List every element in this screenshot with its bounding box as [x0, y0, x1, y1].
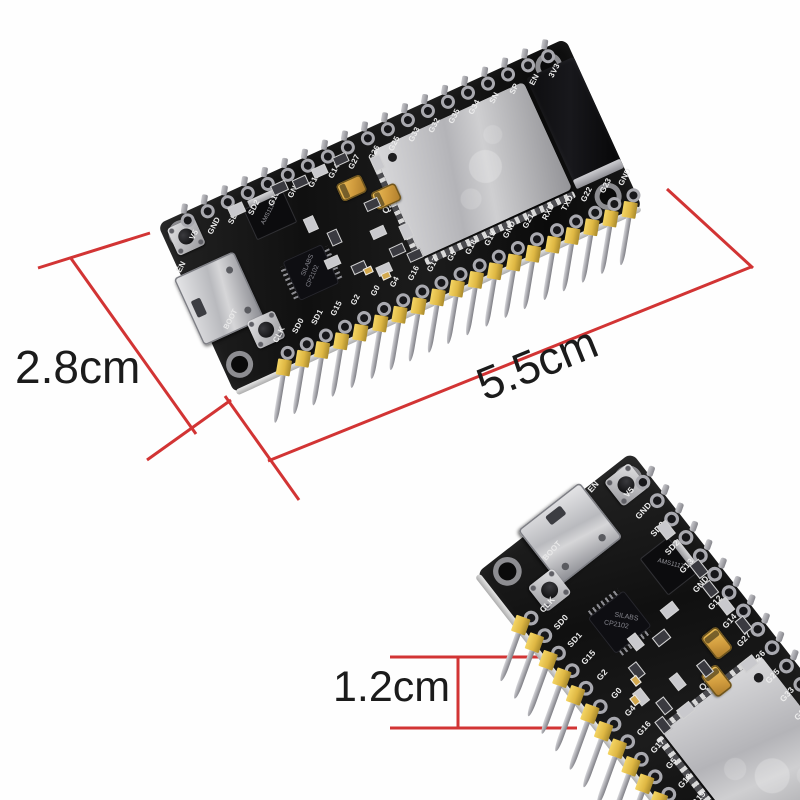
mounting-hole: [221, 346, 258, 383]
pin-plastic-spacer: [467, 270, 485, 289]
pin-metal-shaft: [272, 374, 286, 424]
pin-metal-shaft: [464, 287, 478, 336]
pin-tip: [775, 630, 785, 643]
pin-metal-shaft: [425, 304, 439, 354]
pin-plastic-spacer: [371, 314, 389, 333]
pin-metal-shaft: [368, 331, 382, 380]
pin-plastic-spacer: [429, 288, 446, 307]
pin-metal-shaft: [598, 226, 612, 275]
pin-metal-shaft: [445, 296, 458, 345]
pin-length-dimension-label: 1.2cm: [333, 663, 451, 711]
pin-plastic-spacer: [602, 209, 619, 228]
smd-component: [659, 600, 680, 620]
pin-metal-shaft: [387, 322, 401, 371]
pin-plastic-spacer: [390, 305, 408, 324]
width-dimension-label: 2.8cm: [15, 341, 141, 393]
width-extension-line-top: [37, 231, 151, 270]
pin-plastic-spacer: [506, 253, 523, 272]
pin-metal-shaft: [291, 366, 305, 415]
pin-plastic-spacer: [525, 244, 542, 263]
smd-component: [363, 196, 382, 213]
smd-component: [369, 224, 388, 241]
smd-component: [655, 696, 674, 716]
pin-tip: [746, 593, 757, 606]
smd-component: [388, 242, 407, 258]
pin-metal-shaft: [348, 339, 362, 389]
pin-tip: [732, 575, 742, 588]
pin-plastic-spacer: [275, 358, 293, 377]
pin-plastic-spacer: [314, 340, 331, 359]
pin-metal-shaft: [579, 234, 593, 284]
pin-plastic-spacer: [352, 323, 369, 342]
pin-tip: [645, 465, 656, 478]
length-extension-line-right: [665, 187, 755, 270]
pin-plastic-spacer: [410, 297, 427, 316]
pin-metal-shaft: [483, 278, 497, 327]
cp2102-chip: SILABS CP2102: [282, 244, 340, 302]
pin-metal-shaft: [310, 357, 324, 406]
pin-metal-shaft: [560, 243, 574, 292]
mounting-hole: [487, 551, 528, 592]
pin-plastic-spacer: [486, 262, 504, 281]
pin-tip: [789, 648, 800, 662]
pin-metal-shaft: [541, 252, 554, 301]
pin-metal-shaft: [406, 313, 420, 362]
pin-metal-shaft: [617, 217, 631, 266]
smd-component: [302, 215, 319, 234]
pin-plastic-spacer: [582, 218, 600, 237]
pin-tip: [689, 520, 699, 533]
pin-plastic-spacer: [565, 685, 586, 707]
pin-tip: [717, 557, 728, 570]
micro-usb-port: [517, 482, 623, 586]
pin-plastic-spacer: [563, 227, 581, 246]
smd-component: [326, 228, 343, 247]
pin-tip: [703, 538, 713, 551]
pin-plastic-spacer: [333, 332, 350, 351]
pin-tip: [660, 483, 670, 496]
pin-plastic-spacer: [294, 349, 312, 368]
pin-metal-shaft: [502, 269, 516, 319]
pin-plastic-spacer: [448, 279, 465, 298]
pin-plastic-spacer: [544, 235, 562, 254]
smd-component: [668, 672, 687, 692]
pin-metal-shaft: [329, 348, 343, 397]
pin-metal-shaft: [521, 261, 535, 310]
width-extension-line-bottom: [146, 398, 232, 462]
pin-plastic-spacer: [621, 200, 638, 219]
header-pin: [267, 358, 293, 425]
smd-component: [651, 628, 672, 648]
pin-tip: [674, 501, 685, 515]
pin-tip: [760, 612, 771, 625]
